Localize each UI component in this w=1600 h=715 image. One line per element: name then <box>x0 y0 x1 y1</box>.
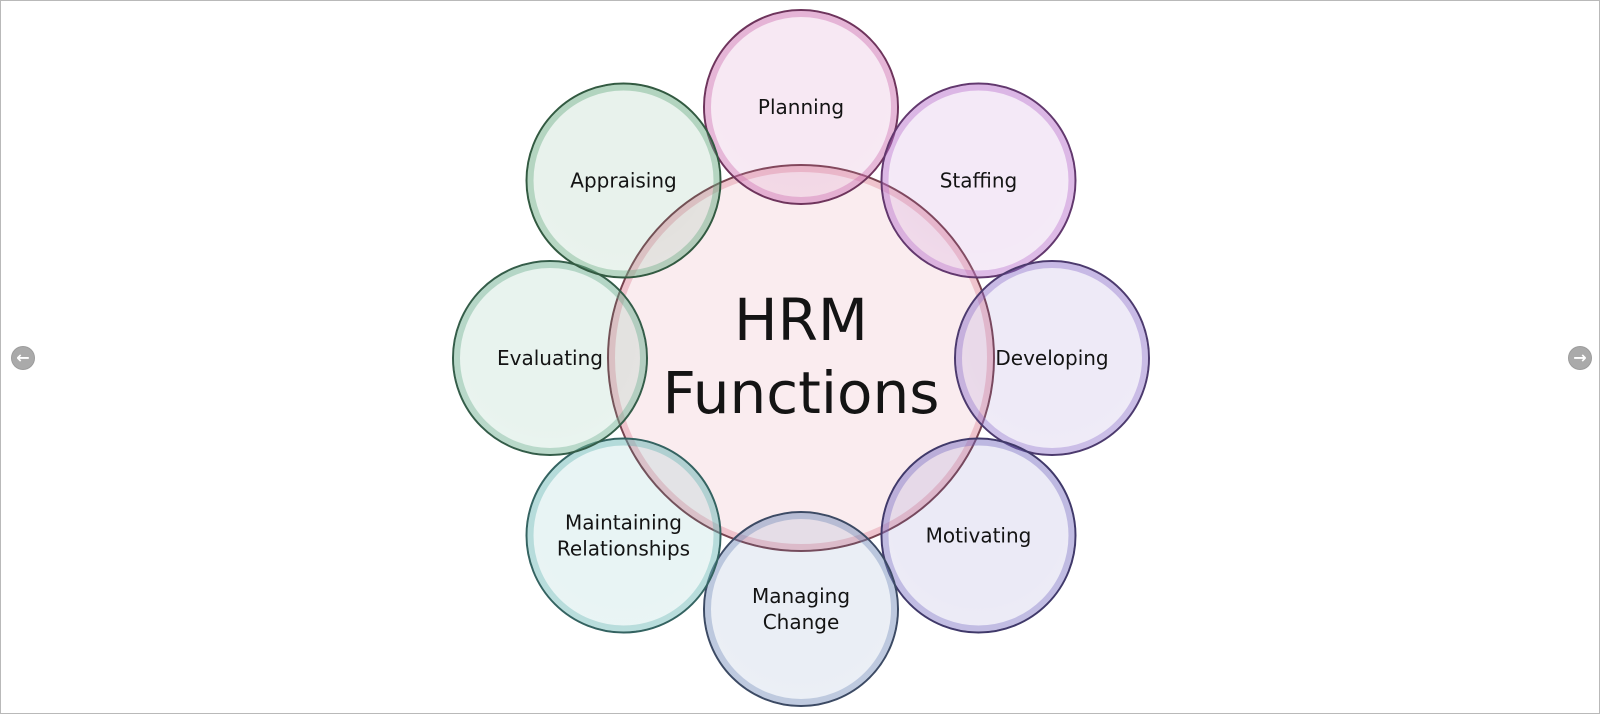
next-slide-button[interactable]: → <box>1568 346 1592 370</box>
petal-planning <box>703 9 899 205</box>
petal-gloss-staffing <box>882 84 1075 277</box>
arrow-right-icon: → <box>1573 348 1587 367</box>
text-layer: HRM Functions PlanningStaffingDeveloping… <box>497 95 1109 634</box>
center-title-line-1: HRM <box>734 286 868 354</box>
petal-label-staffing: Staffing <box>940 169 1018 193</box>
petal-managing-change <box>703 511 899 707</box>
petal-label-maintaining-relationships-line-1: Maintaining <box>565 510 682 534</box>
petal-maintaining-relationships <box>525 437 722 634</box>
petal-developing <box>954 260 1150 456</box>
petal-gloss-appraising <box>527 84 720 277</box>
petal-label-planning: Planning <box>758 95 844 119</box>
petal-label-motivating: Motivating <box>926 523 1032 547</box>
petal-gloss-evaluating <box>454 262 646 454</box>
petal-staffing <box>880 82 1077 279</box>
petal-gloss-maintaining-relationships <box>527 439 720 632</box>
center-title-line-2: Functions <box>663 359 940 427</box>
petal-gloss-managing-change <box>705 513 897 705</box>
petal-label-evaluating: Evaluating <box>497 346 603 370</box>
petal-evaluating <box>452 260 648 456</box>
previous-slide-button[interactable]: ← <box>11 346 35 370</box>
petal-gloss-developing <box>956 262 1148 454</box>
petal-label-managing-change-line-1: Managing <box>752 584 850 608</box>
petal-gloss-motivating <box>882 439 1075 632</box>
petal-gloss-planning <box>705 11 897 203</box>
petal-appraising <box>525 82 722 279</box>
petal-motivating <box>880 437 1077 634</box>
petal-layer <box>452 9 1150 707</box>
petal-label-developing: Developing <box>995 346 1108 370</box>
petal-label-maintaining-relationships-line-2: Relationships <box>557 536 690 560</box>
petal-label-appraising: Appraising <box>570 169 676 193</box>
petal-label-managing-change-line-2: Change <box>763 610 840 634</box>
arrow-left-icon: ← <box>16 348 30 367</box>
